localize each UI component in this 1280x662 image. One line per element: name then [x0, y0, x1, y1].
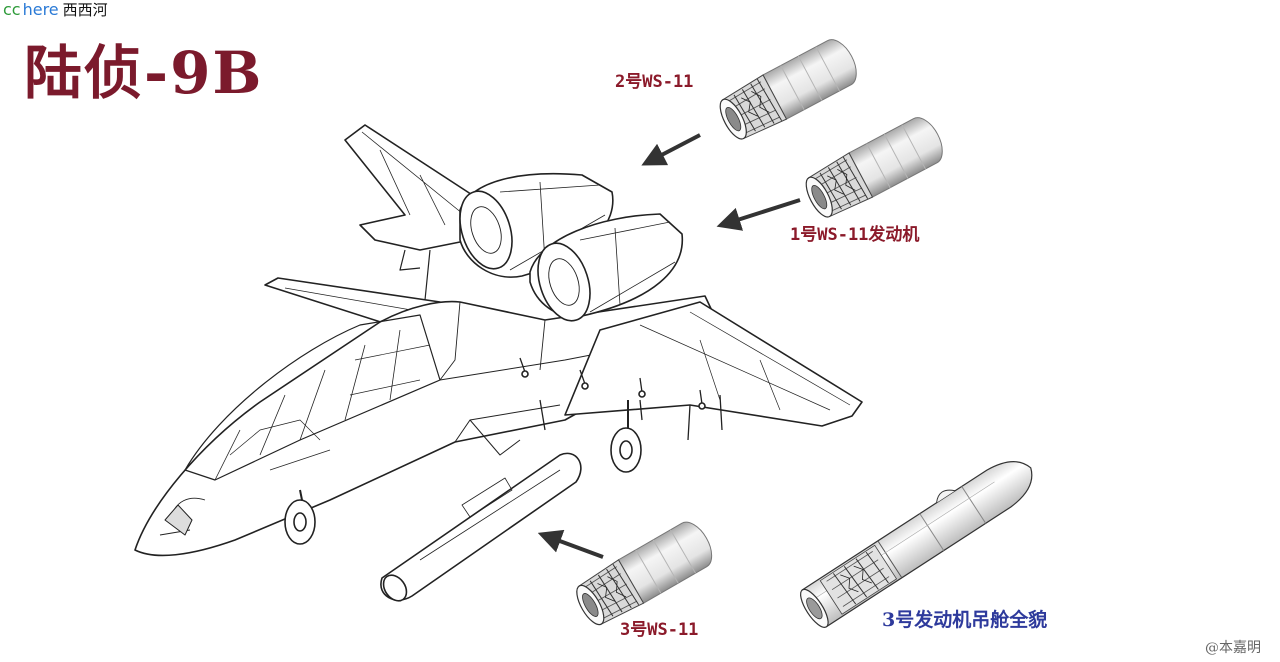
ventral-pod — [380, 452, 582, 601]
author-credit: @本嘉明 — [1205, 640, 1261, 656]
logo-site-name: 西西河 — [62, 1, 108, 19]
logo-here: here — [22, 0, 59, 19]
nose-intake — [164, 504, 193, 536]
engine-3-illustration — [569, 515, 720, 632]
underwing-pylons — [519, 357, 723, 441]
nose-gear-wheel — [284, 499, 316, 545]
arrow-engine-1 — [716, 198, 801, 231]
main-gear-wheel — [610, 427, 642, 473]
far-wing-strut — [399, 249, 431, 301]
far-wing — [344, 124, 481, 251]
canopy — [184, 314, 441, 481]
label-engine-2: 2号WS-11 — [615, 72, 694, 92]
engine-1-illustration — [798, 111, 950, 225]
fuselage — [134, 295, 723, 557]
arrow-engine-2 — [641, 133, 701, 166]
label-engine-3: 3号WS-11 — [620, 620, 699, 640]
label-pod-full-view: 3号发动机吊舱全貌 — [882, 609, 1048, 631]
arrow-engine-3 — [537, 529, 604, 559]
pod-full-view-illustration — [791, 443, 1044, 632]
aircraft — [134, 124, 863, 602]
logo-cc: cc — [3, 0, 21, 19]
page-title: 陆侦-9B — [24, 39, 264, 107]
label-engine-1: 1号WS-11发动机 — [790, 225, 920, 245]
engine-2-illustration — [712, 33, 864, 147]
